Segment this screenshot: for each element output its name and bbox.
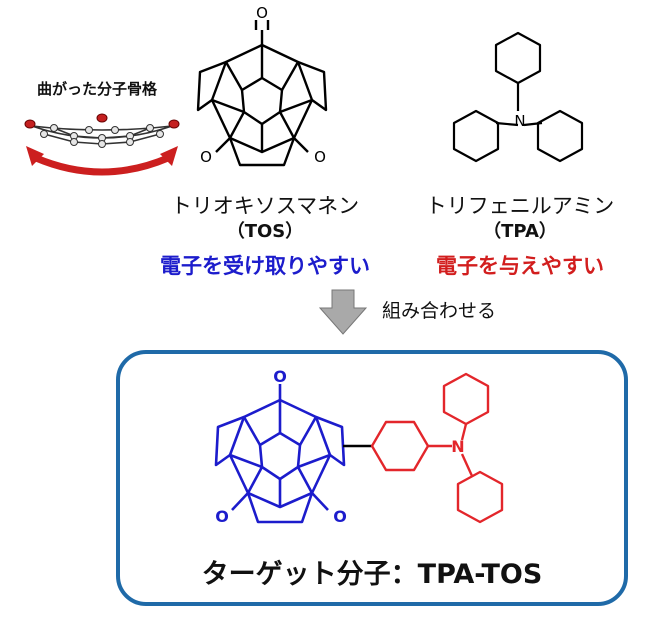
tpa-nitrogen-label: N	[514, 112, 525, 130]
tpa-property: 電子を与えやすい	[436, 254, 604, 278]
target-oxygen-label: O	[215, 507, 229, 526]
tos-abbr: （TOS）	[226, 221, 304, 242]
target-oxygen-label: O	[333, 507, 347, 526]
target-oxygen-label: O	[273, 367, 287, 386]
tos-property: 電子を受け取りやすい	[160, 254, 370, 278]
target-molecule-box	[116, 350, 628, 606]
tpa-abbr: （TPA）	[483, 221, 557, 242]
tpa-tos-structure: O O O N	[214, 367, 504, 526]
tos-oxygen-label: O	[200, 148, 212, 166]
curved-skeleton-label: 曲がった分子骨格	[36, 80, 157, 98]
target-title: ターゲット分子：TPA-TOS	[201, 559, 543, 590]
tpa-structure: N	[452, 31, 584, 163]
target-nitrogen-label: N	[451, 437, 464, 456]
tos-oxygen-label: O	[256, 4, 268, 22]
tpa-name: トリフェニルアミン	[425, 194, 615, 218]
curved-arrow-icon	[26, 146, 178, 176]
molecule-3d-model	[24, 113, 180, 176]
down-arrow-icon	[318, 289, 368, 335]
tos-oxygen-label: O	[314, 148, 326, 166]
combine-label: 組み合わせる	[382, 300, 497, 322]
tos-structure: O O O	[196, 4, 328, 167]
tos-name: トリオキソスマネン	[170, 194, 360, 218]
